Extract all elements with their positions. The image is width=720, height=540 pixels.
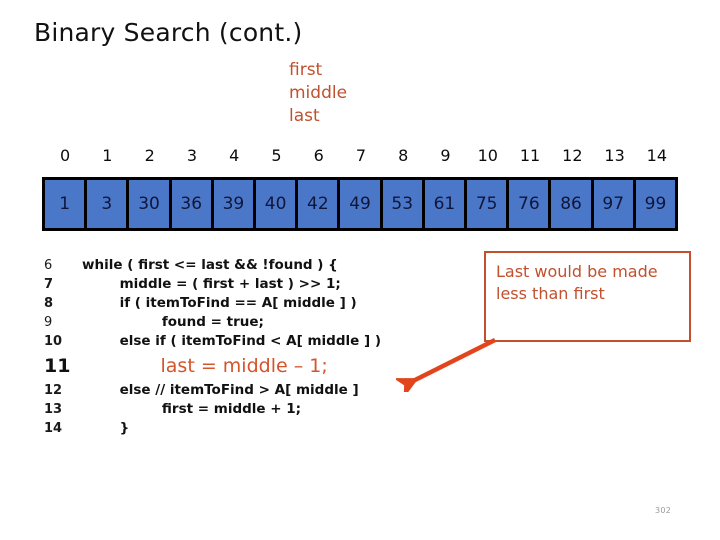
array-cells-row: 1 3 30 36 39 40 42 49 53 61 75 76 86 97 …	[42, 177, 678, 231]
code-line: 10 else if ( itemToFind < A[ middle ] )	[44, 332, 474, 351]
array-cell: 42	[298, 180, 338, 228]
array-cell: 3	[87, 180, 127, 228]
code-line-number: 11	[44, 355, 71, 377]
code-line-text: else if ( itemToFind < A[ middle ] )	[82, 333, 382, 349]
code-line: 9 found = true;	[44, 313, 474, 332]
array-index: 7	[355, 146, 367, 165]
code-line-text: first = middle + 1;	[82, 401, 302, 417]
pointer-label-first: first	[289, 60, 323, 80]
array-index: 3	[186, 146, 198, 165]
callout-text-line-1: Last would be made	[496, 262, 658, 281]
pointer-labels-group: first middle last	[289, 59, 469, 128]
code-line: 8 if ( itemToFind == A[ middle ] )	[44, 294, 474, 313]
array-cell: 39	[213, 180, 254, 228]
code-line-text: found = true;	[82, 314, 264, 330]
callout-arrow-icon	[396, 338, 496, 392]
page-number: 302	[655, 506, 672, 515]
array-index: 14	[646, 146, 668, 165]
array-cell: 49	[340, 180, 380, 228]
code-line-text: }	[82, 420, 130, 436]
pointer-label-middle: middle	[289, 83, 348, 103]
array-cell: 36	[171, 180, 211, 228]
array-cell: 61	[424, 180, 465, 228]
array-cell: 1	[45, 180, 85, 228]
array-cell: 53	[382, 180, 422, 228]
array-cell: 40	[256, 180, 296, 228]
array-cell: 75	[467, 180, 507, 228]
array-cell: 97	[593, 180, 633, 228]
array-index: 11	[519, 146, 541, 165]
code-line: 12 else // itemToFind > A[ middle ]	[44, 381, 474, 400]
array-index: 5	[271, 146, 282, 165]
code-line-number: 14	[44, 421, 63, 436]
page-title: Binary Search (cont.)	[34, 18, 303, 47]
code-line: 14 }	[44, 419, 474, 438]
array-index: 1	[102, 146, 113, 165]
code-line: 6 while ( first <= last && !found ) {	[44, 256, 474, 275]
array-index: 12	[562, 146, 583, 165]
array-index: 13	[604, 146, 625, 165]
array-index: 4	[229, 146, 240, 165]
array-cell: 76	[509, 180, 549, 228]
array-index-row: 0 1 2 3 4 5 6 7 8 9 10 11 12 13 14	[44, 145, 678, 167]
array-index: 9	[440, 146, 451, 165]
callout-box: Last would be made less than first	[484, 251, 691, 342]
array-index: 10	[477, 146, 498, 165]
callout-text-line-2: less than first	[496, 284, 605, 303]
array-index: 6	[313, 146, 324, 165]
code-line-number: 10	[44, 334, 63, 349]
code-line-number: 6	[44, 258, 53, 273]
code-line-number: 12	[44, 383, 63, 398]
code-line-text: else // itemToFind > A[ middle ]	[82, 382, 359, 398]
code-line-highlighted: 11 last = middle – 1;	[44, 351, 474, 381]
code-line: 13 first = middle + 1;	[44, 400, 474, 419]
code-line-text: last = middle – 1;	[82, 355, 328, 377]
code-line-number: 13	[44, 402, 63, 417]
code-line-text: if ( itemToFind == A[ middle ] )	[82, 295, 357, 311]
code-line-text: middle = ( first + last ) >> 1;	[82, 276, 341, 292]
pointer-label-last: last	[289, 106, 320, 126]
array-index: 0	[60, 146, 71, 165]
code-listing: 6 while ( first <= last && !found ) { 7 …	[44, 256, 474, 438]
code-line-number: 8	[44, 296, 54, 311]
array-cell: 30	[129, 180, 169, 228]
code-line: 7 middle = ( first + last ) >> 1;	[44, 275, 474, 294]
array-cell: 86	[551, 180, 591, 228]
code-line-number: 9	[44, 315, 53, 330]
array-index: 2	[144, 146, 155, 165]
array-cell: 99	[635, 180, 676, 228]
code-line-text: while ( first <= last && !found ) {	[82, 257, 338, 273]
code-line-number: 7	[44, 277, 54, 292]
array-index: 8	[398, 146, 409, 165]
